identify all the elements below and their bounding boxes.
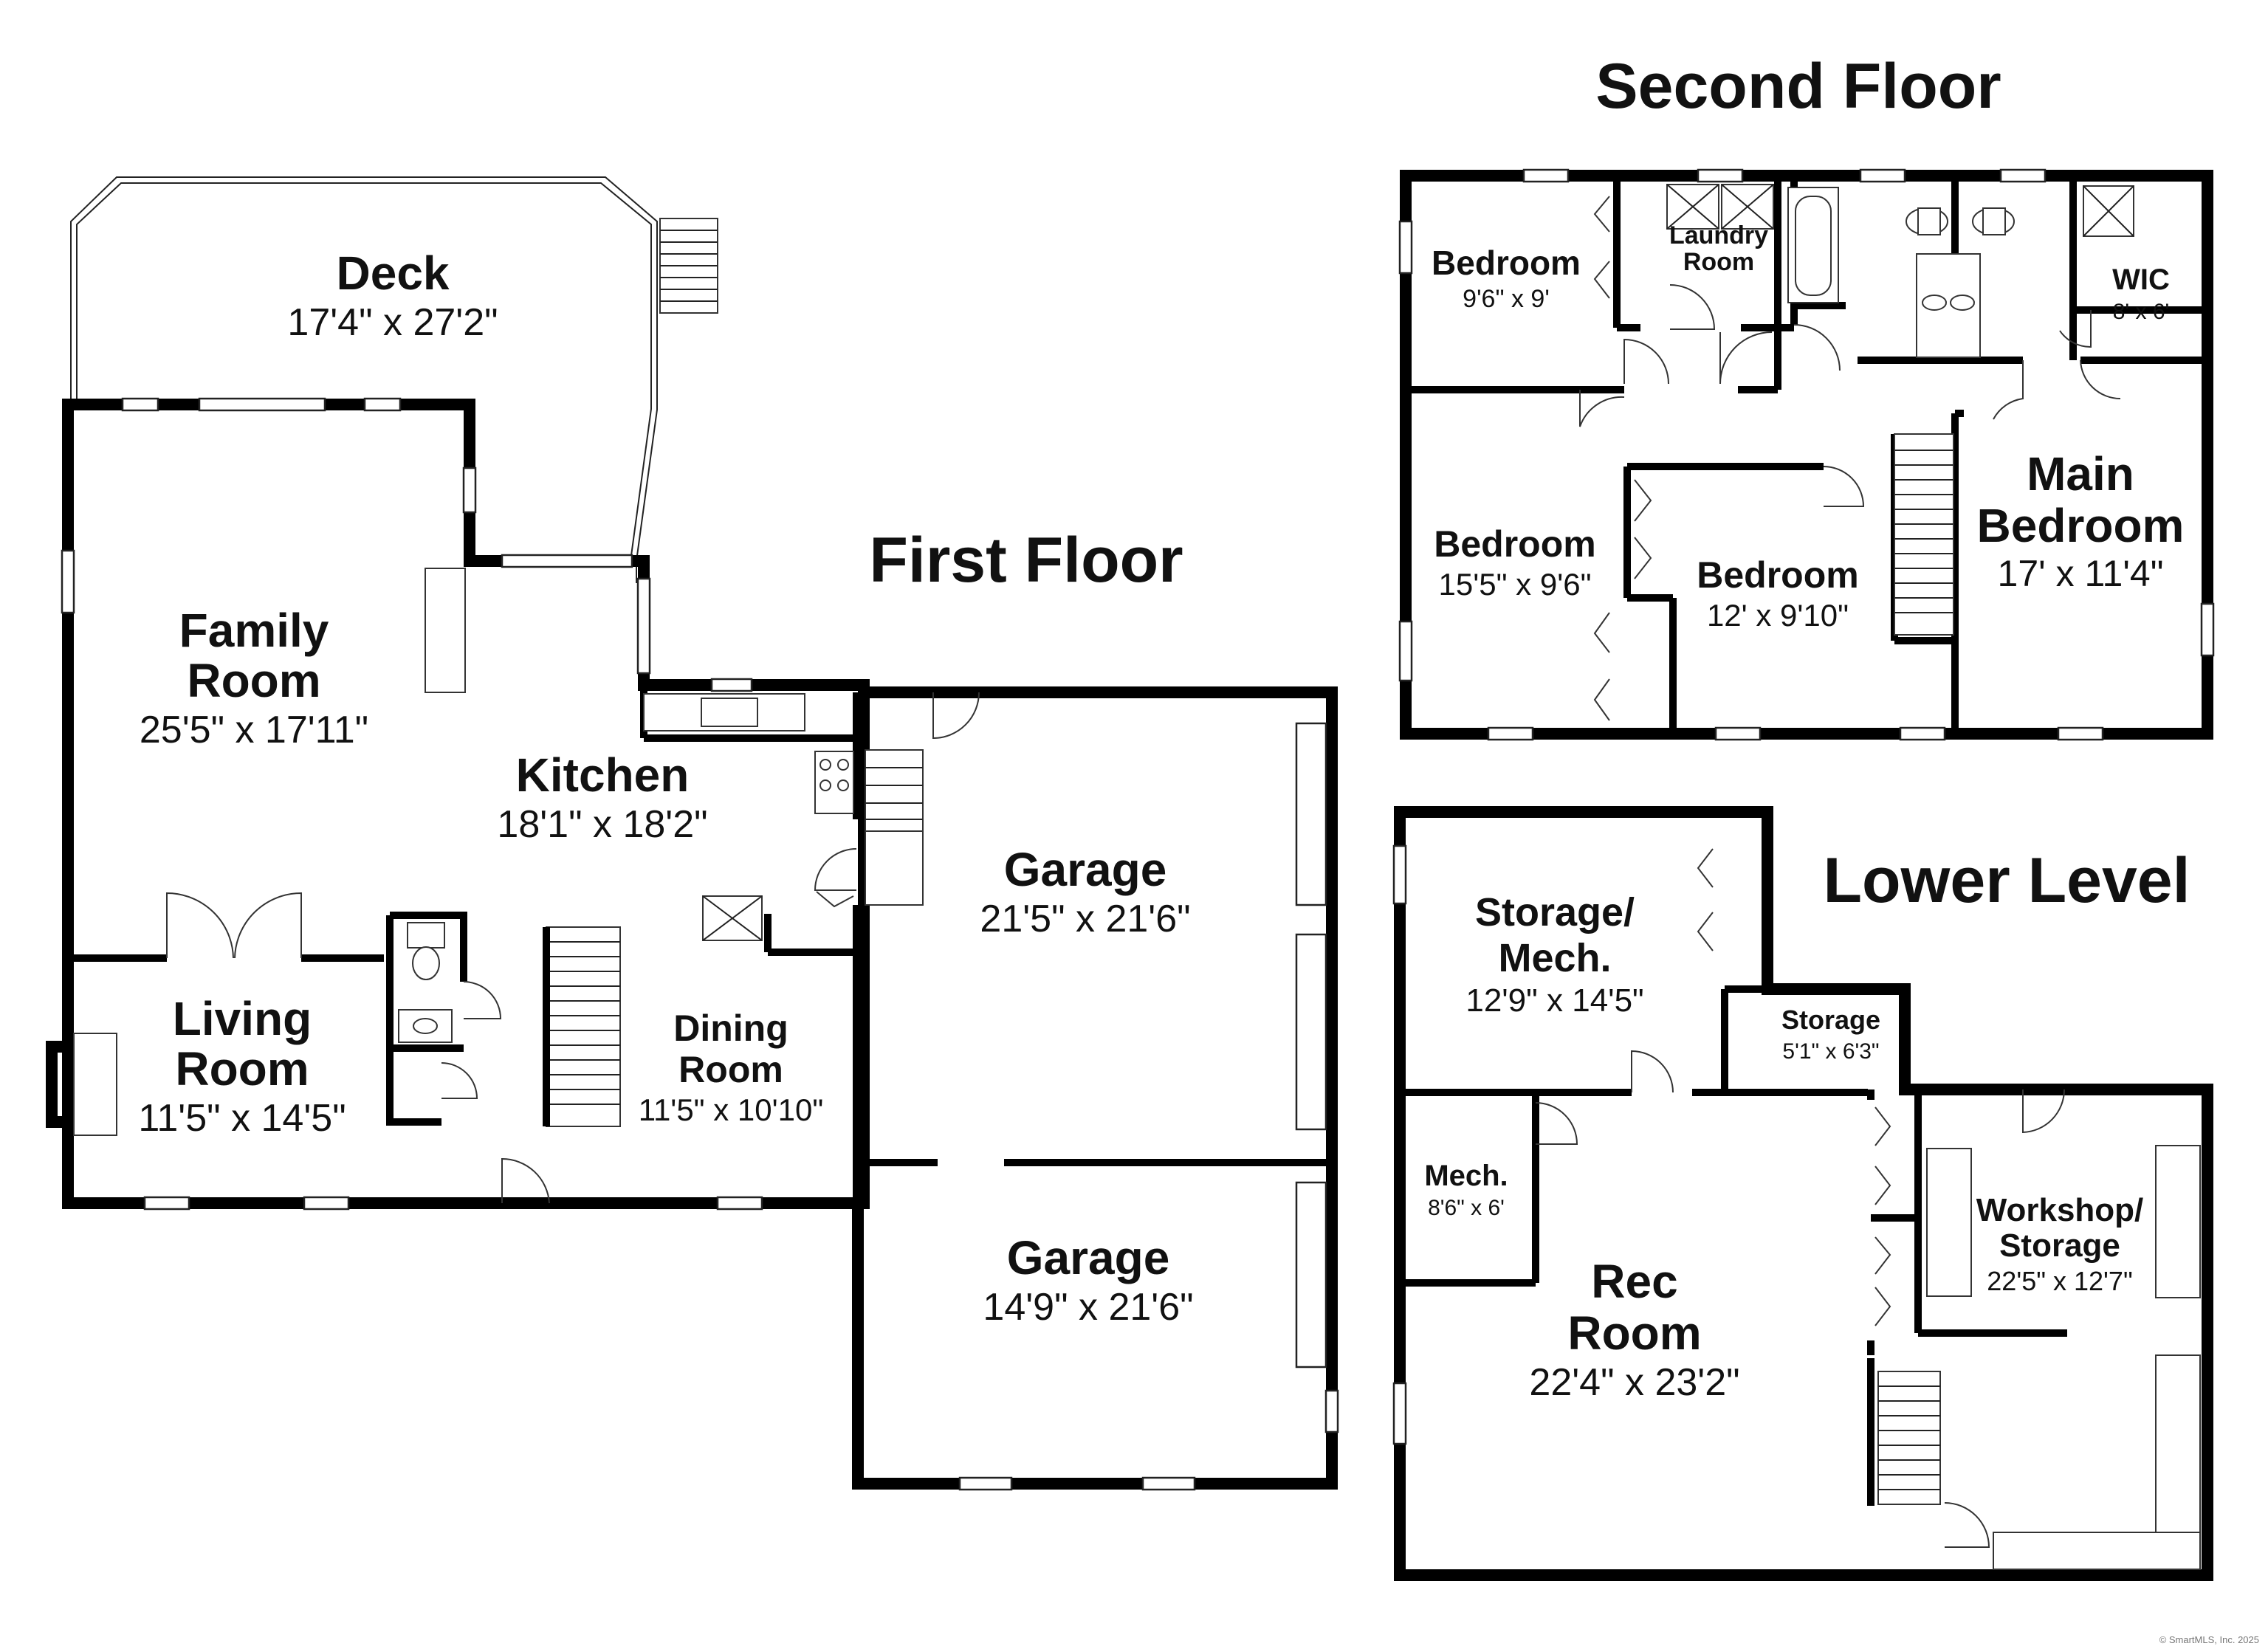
room-name: Bedroom	[1434, 523, 1595, 565]
room-storage: Storage 5'1" x 6'3"	[1781, 1005, 1880, 1064]
room-dimensions: 12'9" x 14'5"	[1465, 982, 1643, 1019]
room-dimensions: 15'5" x 9'6"	[1439, 567, 1592, 602]
room-name: Bedroom	[1432, 244, 1581, 282]
room-bed1: Bedroom 9'6" x 9'	[1432, 244, 1581, 313]
room-name: Laundry	[1669, 221, 1768, 249]
room-name: Room	[187, 654, 320, 707]
room-dimensions: 8' x 6'	[2113, 300, 2170, 324]
room-name: WIC	[2112, 264, 2170, 296]
room-name: Storage	[1999, 1228, 2120, 1264]
room-dimensions: 17'4" x 27'2"	[287, 301, 498, 344]
second-floor-stairs	[1894, 433, 1954, 636]
room-name: Storage	[1781, 1005, 1880, 1035]
room-name: Room	[1567, 1307, 1701, 1360]
room-name: Garage	[1007, 1231, 1170, 1284]
room-storagemech: Storage/Mech.12'9" x 14'5"	[1465, 890, 1643, 1019]
kitchen-sink	[701, 698, 758, 727]
room-name: Mech.	[1498, 936, 1611, 980]
copyright-text: © SmartMLS, Inc. 2025	[2159, 1634, 2259, 1645]
second-floor-exterior	[1400, 170, 2213, 740]
room-name: Room	[1683, 248, 1754, 276]
room-name: Rec	[1591, 1255, 1677, 1308]
second-floor-plan	[1398, 168, 2215, 741]
garage-exterior	[852, 686, 1338, 1490]
room-dimensions: 22'4" x 23'2"	[1529, 1361, 1739, 1404]
lower-level-plan	[1392, 806, 2213, 1581]
room-name: Garage	[1004, 843, 1167, 896]
room-name: Dining	[673, 1008, 788, 1049]
lower-level-title: Lower Level	[1823, 845, 2190, 916]
room-name: Living	[173, 992, 312, 1045]
room-dimensions: 25'5" x 17'11"	[140, 709, 368, 751]
room-dimensions: 5'1" x 6'3"	[1782, 1039, 1879, 1064]
lower-level-exterior	[1394, 806, 2213, 1581]
room-dimensions: 18'1" x 18'2"	[497, 803, 707, 846]
room-dimensions: 11'5" x 10'10"	[639, 1092, 824, 1127]
room-name: Storage/	[1475, 890, 1635, 934]
room-name: Deck	[337, 247, 450, 300]
deck-stairs	[659, 218, 718, 314]
room-mech: Mech. 8'6" x 6'	[1424, 1160, 1508, 1220]
room-dimensions: 12' x 9'10"	[1707, 598, 1849, 633]
deck-outline	[70, 176, 658, 583]
lower-level-stairs	[1877, 1371, 1941, 1505]
room-dimensions: 11'5" x 14'5"	[138, 1097, 346, 1140]
lower-level-windows	[1392, 844, 1407, 1445]
first-floor-windows	[61, 397, 1339, 1491]
room-name: Family	[179, 604, 329, 657]
room-name: Workshop/	[1976, 1192, 2144, 1228]
room-dimensions: 21'5" x 21'6"	[980, 898, 1190, 940]
first-floor-stairs	[543, 926, 621, 1127]
room-name: Bedroom	[1697, 554, 1858, 596]
fireplace	[46, 1041, 74, 1128]
room-name: Mech.	[1424, 1160, 1508, 1192]
room-name: Room	[175, 1042, 309, 1095]
second-floor-title: Second Floor	[1595, 51, 2001, 122]
second-floor-windows	[1398, 168, 2215, 741]
floor-titles: First Floor Second Floor Lower Level	[869, 51, 2190, 916]
room-name: Kitchen	[516, 748, 690, 802]
room-dimensions: 9'6" x 9'	[1463, 285, 1550, 313]
room-wic: WIC 8' x 6'	[2112, 264, 2170, 324]
room-name: Main	[2027, 447, 2134, 500]
room-name: Bedroom	[1977, 499, 2185, 552]
room-dimensions: 17' x 11'4"	[1998, 553, 2164, 594]
first-floor-plan	[46, 176, 1339, 1491]
room-name: Room	[678, 1049, 783, 1090]
room-dimensions: 14'9" x 21'6"	[983, 1286, 1193, 1329]
first-floor-title: First Floor	[869, 525, 1183, 596]
room-dimensions: 8'6" x 6'	[1428, 1196, 1505, 1220]
room-dimensions: 22'5" x 12'7"	[1987, 1266, 2132, 1296]
